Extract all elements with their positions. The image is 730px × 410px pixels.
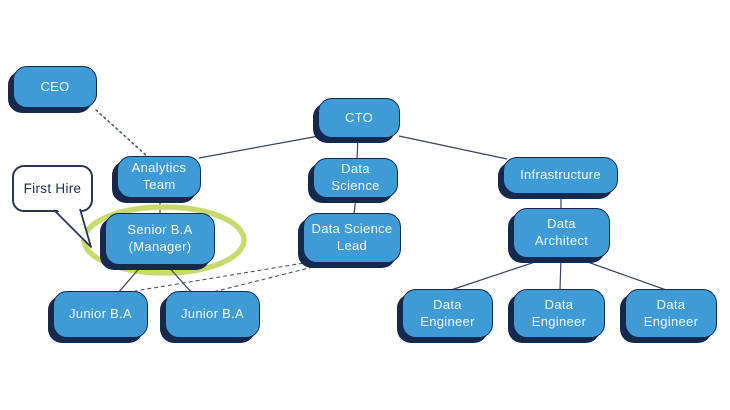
edge-dslead-junior1-dashed bbox=[134, 261, 311, 292]
org-node-data-engineer-2: Data Engineer bbox=[513, 289, 605, 338]
edge-cto-infrastructure bbox=[398, 135, 508, 160]
edge-dslead-junior2-dashed bbox=[212, 266, 314, 293]
org-node-senior-ba: Senior B.A (Manager) bbox=[105, 213, 215, 265]
org-node-data-engineer-3: Data Engineer bbox=[625, 289, 717, 338]
org-node-data-science: Data Science bbox=[313, 158, 398, 198]
edge-seniorba-junior1 bbox=[117, 263, 144, 294]
edge-seniorba-junior2 bbox=[165, 263, 193, 294]
edge-architect-engineer3 bbox=[581, 259, 670, 292]
edge-cto-datascience bbox=[356, 136, 359, 160]
org-node-ds-lead: Data Science Lead bbox=[303, 213, 401, 263]
first-hire-callout-bubble: First Hire bbox=[12, 165, 93, 212]
callout-tail-outline bbox=[53, 208, 92, 248]
edge-cto-analytics bbox=[198, 135, 320, 159]
org-node-infrastructure: Infrastructure bbox=[503, 157, 618, 194]
callout-tail-fill bbox=[54, 206, 91, 247]
org-node-junior-ba-1: Junior B.A bbox=[53, 291, 148, 338]
org-node-analytics-team: Analytics Team bbox=[117, 156, 201, 198]
edge-datascience-dslead bbox=[353, 196, 357, 215]
edge-architect-engineer2 bbox=[559, 256, 562, 291]
org-node-ceo: CEO bbox=[13, 66, 97, 108]
org-node-data-engineer-1: Data Engineer bbox=[402, 289, 493, 338]
edge-ceo-analytics-dotted bbox=[95, 109, 149, 158]
org-node-junior-ba-2: Junior B.A bbox=[165, 291, 260, 338]
org-node-cto: CTO bbox=[318, 98, 400, 138]
org-node-data-architect: Data Architect bbox=[513, 208, 610, 258]
edge-architect-engineer1 bbox=[447, 259, 542, 292]
